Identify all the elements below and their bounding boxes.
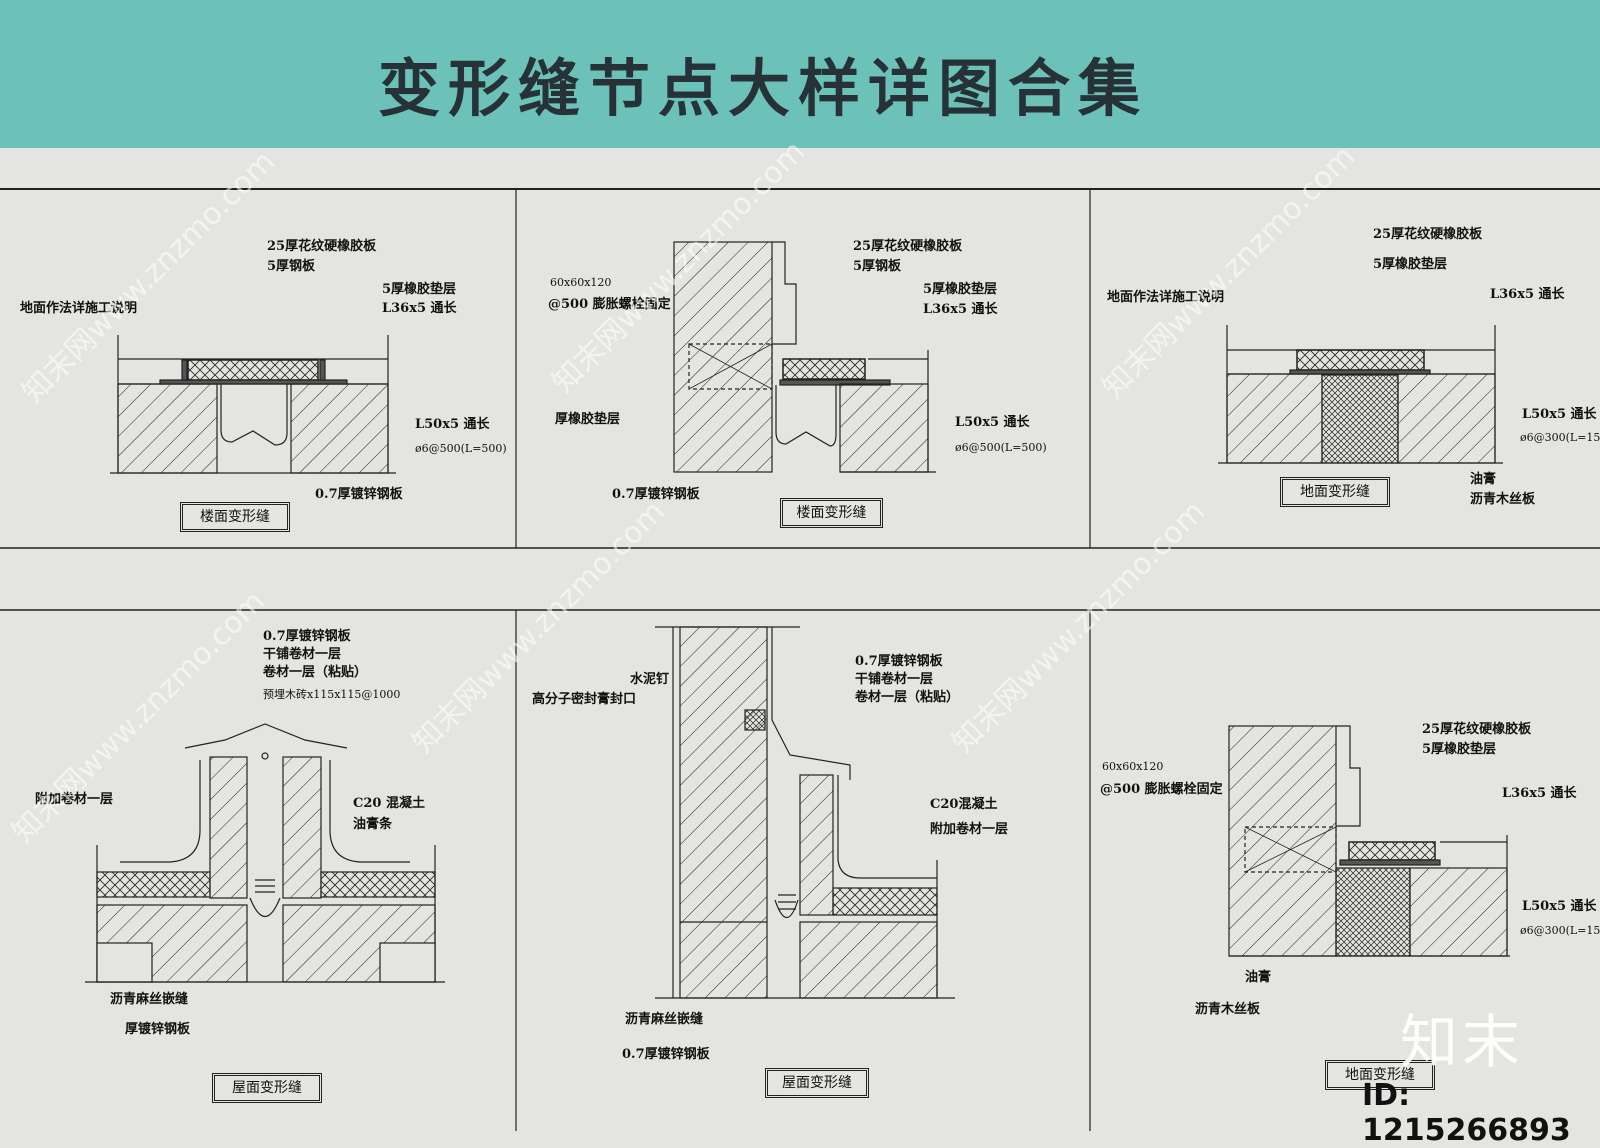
panel-4-drawing — [85, 723, 445, 983]
label-rubber-plate: 25厚花纹硬橡胶板 — [267, 239, 377, 254]
panel-2-drawing — [673, 241, 936, 473]
label-additional-membrane: 附加卷材一层 — [35, 792, 114, 807]
panel-6-drawing — [1228, 725, 1510, 957]
label-bonded-membrane: 卷材一层（粘贴） — [263, 665, 368, 680]
label-galvanized-sheet: 0.7厚镀锌钢板 — [263, 629, 351, 644]
label-sealant: 油膏 — [1245, 970, 1272, 985]
panel-title: 地面变形缝 — [1325, 1060, 1435, 1090]
label-bolt-size: 60x60x120 — [1102, 760, 1164, 773]
panel-3-drawing — [1218, 325, 1503, 464]
label-sealant: 油膏 — [1470, 472, 1497, 487]
label-hemp-caulk: 沥青麻丝嵌缝 — [625, 1012, 704, 1027]
label-angle-l50: L50x5 通长 — [1522, 899, 1597, 914]
panel-title: 地面变形缝 — [1280, 477, 1390, 507]
page-title: 变形缝节点大样详图合集 — [378, 52, 1149, 125]
panel-title: 屋面变形缝 — [212, 1073, 322, 1103]
label-rebar: ø6@500(L=500) — [415, 442, 507, 455]
label-angle-l36: L36x5 通长 — [382, 301, 457, 316]
brand-watermark: 知末 — [1400, 1008, 1525, 1076]
label-expansion-bolt: @500 膨胀螺栓固定 — [548, 297, 671, 312]
label-angle-l50: L50x5 通长 — [1522, 407, 1597, 422]
label-c20-concrete: C20混凝土 — [930, 797, 998, 812]
panel-title: 楼面变形缝 — [780, 498, 883, 528]
label-dry-membrane: 干铺卷材一层 — [855, 672, 934, 687]
panel-1-drawing — [110, 335, 396, 474]
label-steel-plate: 5厚钢板 — [853, 259, 902, 274]
panel-title: 屋面变形缝 — [765, 1068, 869, 1098]
label-expansion-bolt: @500 膨胀螺栓固定 — [1100, 782, 1223, 797]
panel-title: 楼面变形缝 — [180, 502, 290, 532]
image-id: ID: 1215266893 — [1362, 1078, 1571, 1148]
label-dry-membrane: 干铺卷材一层 — [263, 647, 342, 662]
label-rebar: ø6@300(L=150) — [1520, 431, 1600, 444]
label-rubber-plate: 25厚花纹硬橡胶板 — [853, 239, 963, 254]
label-angle-l36: L36x5 通长 — [923, 302, 998, 317]
label-bonded-membrane: 卷材一层（粘贴） — [855, 690, 960, 705]
label-galvanized-sheet: 0.7厚镀锌钢板 — [855, 654, 943, 669]
label-steel-plate: 5厚钢板 — [267, 259, 316, 274]
label-hemp-caulk: 沥青麻丝嵌缝 — [110, 992, 189, 1007]
label-cement-nail: 水泥钉 — [630, 672, 670, 687]
label-rubber-pad: 5厚橡胶垫层 — [1422, 742, 1497, 757]
label-galvanized-sheet: 0.7厚镀锌钢板 — [315, 487, 403, 502]
label-rebar: ø6@300(L=150) — [1520, 924, 1600, 937]
label-angle-l50: L50x5 通长 — [415, 417, 490, 432]
label-wood-fiber-board: 沥青木丝板 — [1470, 492, 1536, 507]
label-rubber-pad: 厚橡胶垫层 — [555, 412, 621, 427]
label-galvanized-sheet: 0.7厚镀锌钢板 — [612, 487, 700, 502]
label-floor-finish: 地面作法详施工说明 — [20, 301, 138, 316]
label-floor-finish: 地面作法详施工说明 — [1107, 290, 1225, 305]
label-rubber-plate: 25厚花纹硬橡胶板 — [1373, 227, 1483, 242]
label-bolt-size: 60x60x120 — [550, 276, 612, 289]
label-wood-fiber-board: 沥青木丝板 — [1195, 1002, 1261, 1017]
label-rubber-pad-5: 5厚橡胶垫层 — [923, 282, 998, 297]
label-wood-brick: 预埋木砖x115x115@1000 — [263, 688, 401, 701]
title-banner: 变形缝节点大样详图合集 — [0, 0, 1600, 148]
label-angle-l50: L50x5 通长 — [955, 415, 1030, 430]
label-angle-l36: L36x5 通长 — [1490, 287, 1565, 302]
label-polymer-sealant: 高分子密封膏封口 — [532, 692, 637, 707]
label-rubber-pad: 5厚橡胶垫层 — [1373, 257, 1448, 272]
panel-5-drawing — [655, 626, 955, 999]
label-galvanized-sheet-2: 0.7厚镀锌钢板 — [622, 1047, 710, 1062]
label-c20-concrete: C20 混凝土 — [353, 796, 425, 811]
label-additional-membrane: 附加卷材一层 — [930, 822, 1009, 837]
label-rubber-pad: 5厚橡胶垫层 — [382, 282, 457, 297]
label-sealant-strip: 油膏条 — [353, 817, 393, 832]
label-angle-l36: L36x5 通长 — [1502, 786, 1577, 801]
label-rubber-plate: 25厚花纹硬橡胶板 — [1422, 722, 1532, 737]
label-rebar: ø6@500(L=500) — [955, 441, 1047, 454]
label-galvanized-sheet-2: 厚镀锌钢板 — [125, 1022, 191, 1037]
